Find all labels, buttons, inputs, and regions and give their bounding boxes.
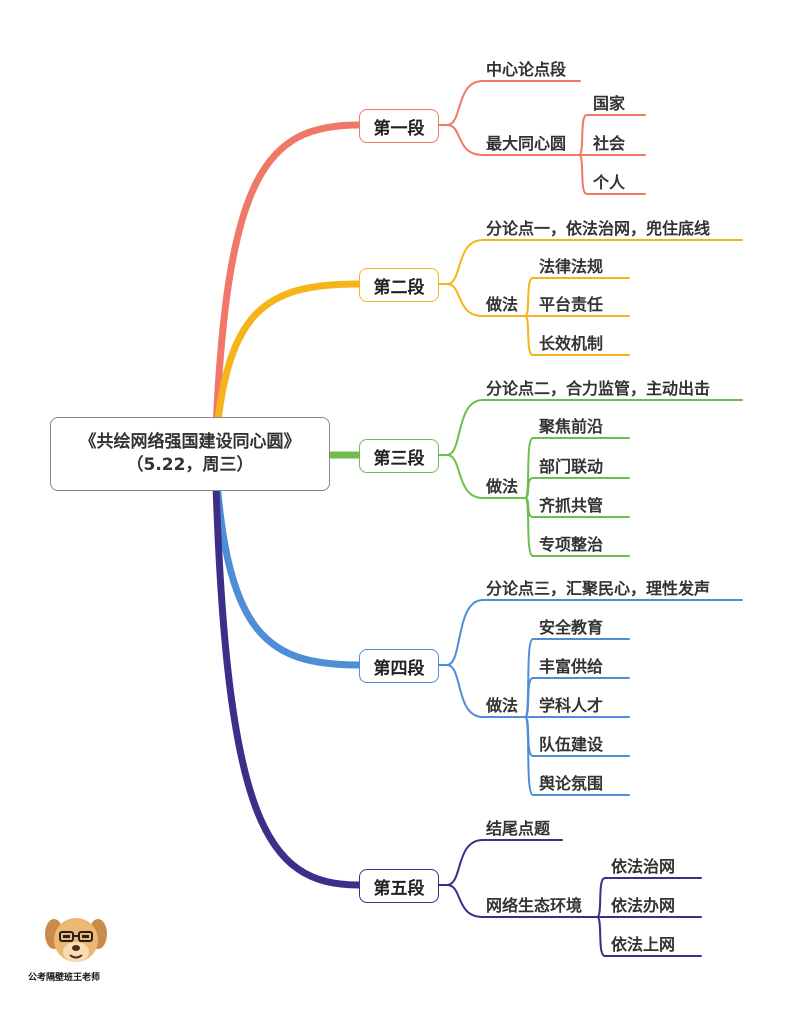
subtopic-connector — [446, 124, 580, 156]
dog-mascot-icon — [45, 918, 107, 962]
root-title: 《共绘网络强国建设同心圆》 — [79, 432, 301, 452]
leaf-label[interactable]: 专项整治 — [539, 535, 604, 554]
leaf-connector — [524, 677, 630, 718]
leaf-connector — [578, 114, 646, 156]
leaf-label[interactable]: 依法上网 — [611, 935, 676, 954]
subtopic-label[interactable]: 做法 — [486, 477, 519, 496]
trunk-branch — [211, 449, 363, 889]
subtopic-connector — [446, 664, 526, 718]
subtopic-label[interactable]: 网络生态环境 — [486, 896, 583, 915]
trunk-branch — [211, 280, 363, 457]
leaf-connector — [596, 877, 702, 918]
section-node[interactable]: 第一段 — [359, 109, 439, 143]
leaf-label[interactable]: 部门联动 — [539, 457, 604, 476]
subtopic-label[interactable]: 做法 — [486, 696, 519, 715]
subtopic-label[interactable]: 做法 — [486, 295, 519, 314]
subtopic-connector — [436, 839, 563, 886]
leaf-label[interactable]: 聚焦前沿 — [539, 417, 604, 436]
subtopic-label[interactable]: 最大同心圆 — [486, 134, 567, 153]
leaf-connector — [524, 497, 630, 557]
leaf-label[interactable]: 队伍建设 — [539, 735, 604, 754]
leaf-label[interactable]: 个人 — [593, 173, 626, 192]
leaf-connector — [596, 916, 702, 957]
subtopic-label[interactable]: 分论点三，汇聚民心，理性发声 — [486, 579, 711, 598]
leaf-label[interactable]: 齐抓共管 — [539, 496, 604, 515]
leaf-connector — [524, 716, 630, 796]
leaf-connector — [578, 154, 646, 195]
leaf-label[interactable]: 国家 — [593, 94, 626, 113]
subtopic-label[interactable]: 结尾点题 — [486, 819, 551, 838]
leaf-label[interactable]: 依法治网 — [611, 857, 676, 876]
leaf-label[interactable]: 平台责任 — [539, 295, 604, 314]
leaf-label[interactable]: 法律法规 — [539, 257, 604, 276]
leaf-label[interactable]: 依法办网 — [611, 896, 676, 915]
section-node[interactable]: 第二段 — [359, 268, 439, 302]
subtopic-label[interactable]: 分论点二，合力监管，主动出击 — [486, 379, 711, 398]
section-node[interactable]: 第五段 — [359, 869, 439, 903]
section-node[interactable]: 第三段 — [359, 439, 439, 473]
section-node[interactable]: 第四段 — [359, 649, 439, 683]
subtopic-connector — [446, 454, 526, 499]
watermark-text: 公考隔壁班王老师 — [28, 973, 101, 983]
leaf-connector — [524, 315, 630, 356]
leaf-label[interactable]: 舆论氛围 — [539, 774, 604, 793]
subtopic-connector — [446, 884, 598, 918]
leaf-connector — [524, 477, 630, 499]
root-subtitle: （5.22，周三） — [126, 455, 254, 475]
subtopic-label[interactable]: 分论点一，依法治网，兜住底线 — [486, 219, 711, 238]
leaf-label[interactable]: 学科人才 — [539, 696, 604, 715]
root-topic[interactable]: 《共绘网络强国建设同心圆》 （5.22，周三） — [50, 417, 330, 491]
subtopic-label[interactable]: 中心论点段 — [486, 60, 567, 79]
leaf-label[interactable]: 长效机制 — [539, 334, 604, 353]
subtopic-connector — [436, 80, 581, 126]
leaf-label[interactable]: 丰富供给 — [539, 657, 604, 676]
leaf-label[interactable]: 社会 — [593, 134, 626, 153]
trunk-branch — [211, 121, 363, 457]
leaf-label[interactable]: 安全教育 — [539, 618, 604, 637]
leaf-connector — [524, 277, 630, 317]
subtopic-connector — [446, 283, 526, 317]
subtopic-connector — [436, 599, 743, 666]
